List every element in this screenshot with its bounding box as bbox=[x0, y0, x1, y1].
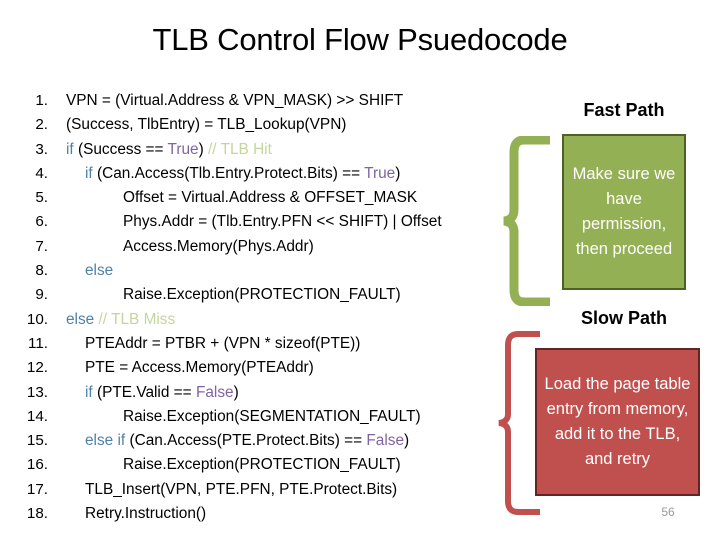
code-token-kw: else bbox=[85, 262, 114, 280]
code-line: 13.if (PTE.Valid == False) bbox=[8, 384, 528, 408]
code-token-bool: False bbox=[366, 432, 405, 450]
code-token-plain: Raise.Exception(PROTECTION_FAULT) bbox=[123, 456, 401, 474]
code-token-plain: Raise.Exception(PROTECTION_FAULT) bbox=[123, 286, 401, 304]
code-token-comment: // TLB Miss bbox=[98, 310, 176, 328]
code-line-number: 8. bbox=[35, 262, 48, 280]
slow-path-box-text: Load the page table entry from memory, a… bbox=[544, 375, 691, 468]
code-token-plain: PTEAddr = PTBR + (VPN * sizeof(PTE)) bbox=[85, 334, 361, 352]
slow-path-heading: Slow Path bbox=[580, 308, 667, 328]
code-token-plain: VPN = (Virtual.Address & VPN_MASK) >> SH… bbox=[66, 92, 404, 109]
code-token-plain: Access.Memory(Phys.Addr) bbox=[123, 237, 314, 255]
code-line: 16. Raise.Exception(PROTECTION_FAULT) bbox=[8, 456, 528, 480]
code-line-text: PTE = Access.Memory(PTEAddr) bbox=[48, 359, 528, 377]
code-line-number: 7. bbox=[35, 237, 48, 255]
code-line: 11. PTEAddr = PTBR + (VPN * sizeof(PTE)) bbox=[8, 335, 528, 359]
code-line: 4.if (Can.Access(Tlb.Entry.Protect.Bits)… bbox=[8, 165, 528, 189]
code-line-number: 9. bbox=[35, 286, 48, 304]
code-line-text: PTEAddr = PTBR + (VPN * sizeof(PTE)) bbox=[48, 335, 528, 353]
code-line-text: TLB_Insert(VPN, PTE.PFN, PTE.Protect.Bit… bbox=[48, 481, 528, 499]
code-line-number: 12. bbox=[26, 359, 48, 377]
code-line: 9. Raise.Exception(PROTECTION_FAULT) bbox=[8, 286, 528, 310]
code-line-text: Raise.Exception(PROTECTION_FAULT) bbox=[48, 456, 528, 474]
code-token-kw: else if bbox=[85, 432, 130, 450]
code-token-plain: (Can.Access(PTE.Protect.Bits) == bbox=[129, 432, 367, 450]
code-token-plain: ) bbox=[395, 164, 401, 182]
code-line-text: VPN = (Virtual.Address & VPN_MASK) >> SH… bbox=[48, 92, 528, 110]
code-token-plain: TLB_Insert(VPN, PTE.PFN, PTE.Protect.Bit… bbox=[85, 480, 398, 498]
code-token-plain: ) bbox=[198, 140, 209, 158]
code-line-number: 15. bbox=[26, 432, 48, 450]
code-line: 2. (Success, TlbEntry) = TLB_Lookup(VPN) bbox=[8, 116, 528, 140]
code-line-number: 6. bbox=[35, 213, 48, 231]
code-token-plain: Offset = Virtual.Address & OFFSET_MASK bbox=[123, 189, 418, 207]
code-line: 7. Access.Memory(Phys.Addr) bbox=[8, 238, 528, 262]
code-line-number: 3. bbox=[35, 140, 48, 158]
fast-path-box: Make sure we have permission, then proce… bbox=[562, 134, 686, 290]
code-line-number: 14. bbox=[26, 407, 48, 425]
code-token-comment: // TLB Hit bbox=[208, 140, 272, 158]
code-token-kw: if bbox=[66, 140, 78, 158]
code-line-text: else bbox=[48, 262, 528, 280]
code-line: 1. VPN = (Virtual.Address & VPN_MASK) >> … bbox=[8, 92, 528, 116]
code-line-text: if (Success == True) // TLB Hit bbox=[48, 141, 528, 159]
code-line-text: else // TLB Miss bbox=[48, 311, 528, 329]
code-line-number: 16. bbox=[26, 456, 48, 474]
page-number: 56 bbox=[661, 505, 675, 519]
code-line-text: Offset = Virtual.Address & OFFSET_MASK bbox=[48, 189, 528, 207]
code-token-plain: (Success, TlbEntry) = TLB_Lookup(VPN) bbox=[66, 116, 347, 134]
code-token-bool: False bbox=[195, 383, 234, 401]
code-token-bool: True bbox=[364, 164, 396, 182]
code-line-text: (Success, TlbEntry) = TLB_Lookup(VPN) bbox=[48, 116, 528, 134]
code-line-number: 10. bbox=[26, 310, 48, 328]
code-line-text: else if (Can.Access(PTE.Protect.Bits) ==… bbox=[48, 432, 528, 450]
code-line: 18. Retry.Instruction() bbox=[8, 505, 528, 529]
code-token-plain: Raise.Exception(SEGMENTATION_FAULT) bbox=[123, 407, 421, 425]
code-line-text: if (Can.Access(Tlb.Entry.Protect.Bits) =… bbox=[48, 165, 528, 183]
code-token-plain: ) bbox=[233, 383, 239, 401]
slow-path-box: Load the page table entry from memory, a… bbox=[535, 348, 700, 496]
code-line: 5. Offset = Virtual.Address & OFFSET_MASK bbox=[8, 189, 528, 213]
code-line-number: 11. bbox=[28, 334, 48, 352]
code-line: 14. Raise.Exception(SEGMENTATION_FAULT) bbox=[8, 408, 528, 432]
code-token-kw: if bbox=[85, 383, 97, 401]
code-line-number: 2. bbox=[35, 116, 48, 134]
code-line-text: if (PTE.Valid == False) bbox=[48, 384, 528, 402]
fast-path-box-text: Make sure we have permission, then proce… bbox=[572, 165, 676, 258]
code-line: 8. else bbox=[8, 262, 528, 286]
code-line-text: Access.Memory(Phys.Addr) bbox=[48, 238, 528, 256]
fast-path-heading: Fast Path bbox=[583, 100, 665, 120]
code-line: 10.else // TLB Miss bbox=[8, 311, 528, 335]
code-line-number: 13. bbox=[26, 383, 48, 401]
code-line: 15.else if (Can.Access(PTE.Protect.Bits)… bbox=[8, 432, 528, 456]
code-line-number: 1. bbox=[35, 92, 48, 109]
code-token-plain: (PTE.Valid == bbox=[96, 383, 196, 401]
code-token-bool: True bbox=[167, 140, 199, 158]
code-line: 12. PTE = Access.Memory(PTEAddr) bbox=[8, 359, 528, 383]
code-line-text: Phys.Addr = (Tlb.Entry.PFN << SHIFT) | O… bbox=[48, 213, 528, 231]
code-line-number: 4. bbox=[35, 164, 48, 182]
code-token-kw: if bbox=[85, 164, 97, 182]
code-line-text: Raise.Exception(SEGMENTATION_FAULT) bbox=[48, 408, 528, 426]
code-line-number: 17. bbox=[26, 480, 48, 498]
code-token-plain: Retry.Instruction() bbox=[85, 505, 207, 523]
code-token-kw: else bbox=[66, 310, 99, 328]
code-token-plain: ) bbox=[404, 432, 410, 450]
code-line: 17. TLB_Insert(VPN, PTE.PFN, PTE.Protect.… bbox=[8, 481, 528, 505]
code-line-text: Retry.Instruction() bbox=[48, 505, 528, 523]
code-line: 6. Phys.Addr = (Tlb.Entry.PFN << SHIFT) |… bbox=[8, 213, 528, 237]
code-line-text: Raise.Exception(PROTECTION_FAULT) bbox=[48, 286, 528, 304]
code-line: 3.if (Success == True) // TLB Hit bbox=[8, 141, 528, 165]
page-title: TLB Control Flow Psuedocode bbox=[152, 22, 568, 57]
code-line-number: 5. bbox=[35, 189, 48, 207]
code-token-plain: (Can.Access(Tlb.Entry.Protect.Bits) == bbox=[96, 164, 365, 182]
code-token-plain: Phys.Addr = (Tlb.Entry.PFN << SHIFT) | O… bbox=[123, 213, 442, 231]
pseudocode-listing: 1. VPN = (Virtual.Address & VPN_MASK) >> … bbox=[8, 92, 528, 529]
code-token-plain: PTE = Access.Memory(PTEAddr) bbox=[85, 359, 314, 377]
code-token-plain: (Success == bbox=[77, 140, 168, 158]
code-line-number: 18. bbox=[26, 505, 48, 523]
